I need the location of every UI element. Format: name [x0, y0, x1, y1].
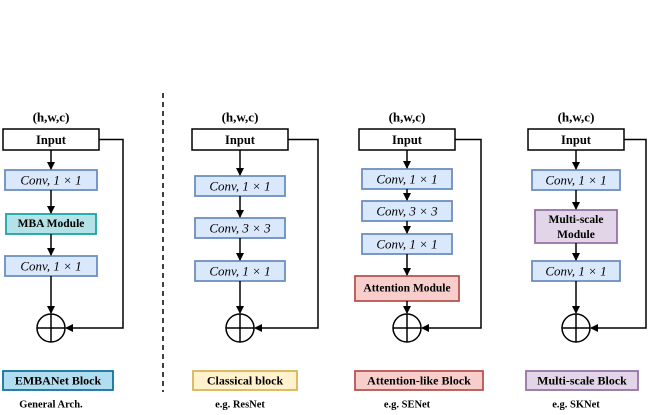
- module-box-multiscale: [534, 209, 618, 244]
- input-label: Input: [392, 133, 423, 147]
- block-type-label: EMBANet Block: [15, 374, 102, 388]
- block-type-box: [192, 370, 298, 391]
- module-label: MBA Module: [18, 218, 85, 230]
- module-label: Conv, 1 × 1: [545, 173, 606, 188]
- module-label: Conv, 1 × 1: [545, 264, 606, 279]
- shape-label: (h,w,c): [222, 110, 259, 125]
- block-type-box: [525, 370, 639, 391]
- module-label: Conv, 3 × 3: [376, 204, 438, 219]
- module-box-attention: [354, 275, 460, 302]
- block-type-box: [354, 370, 484, 391]
- panel-caption: General Arch.: [19, 400, 83, 411]
- input-label: Input: [561, 133, 592, 147]
- skip-connection: [421, 138, 482, 332]
- shape-label: (h,w,c): [389, 110, 426, 125]
- input-label: Input: [36, 133, 67, 147]
- module-label: Conv, 3 × 3: [209, 221, 271, 236]
- module-label: Conv, 1 × 1: [376, 172, 437, 187]
- module-label: Conv, 1 × 1: [209, 264, 270, 279]
- module-label: Attention Module: [363, 283, 450, 295]
- input-label: Input: [225, 133, 256, 147]
- module-label: Conv, 1 × 1: [20, 173, 81, 188]
- module-label: Conv, 1 × 1: [20, 259, 81, 274]
- module-label: Conv, 1 × 1: [209, 179, 270, 194]
- skip-connection: [254, 138, 319, 332]
- block-type-label: Classical block: [207, 374, 284, 388]
- block-type-label: Attention-like Block: [367, 374, 471, 388]
- module-label: Conv, 1 × 1: [376, 237, 437, 252]
- block-type-label: Multi-scale Block: [537, 374, 627, 388]
- skip-connection: [590, 138, 647, 332]
- panel-caption: e.g. SENet: [384, 400, 431, 411]
- block-type-box: [2, 370, 114, 391]
- shape-label: (h,w,c): [33, 110, 70, 125]
- shape-label: (h,w,c): [558, 110, 595, 125]
- skip-connection: [65, 138, 124, 332]
- panel-caption: e.g. SKNet: [552, 400, 600, 411]
- panel-caption: e.g. ResNet: [215, 400, 265, 411]
